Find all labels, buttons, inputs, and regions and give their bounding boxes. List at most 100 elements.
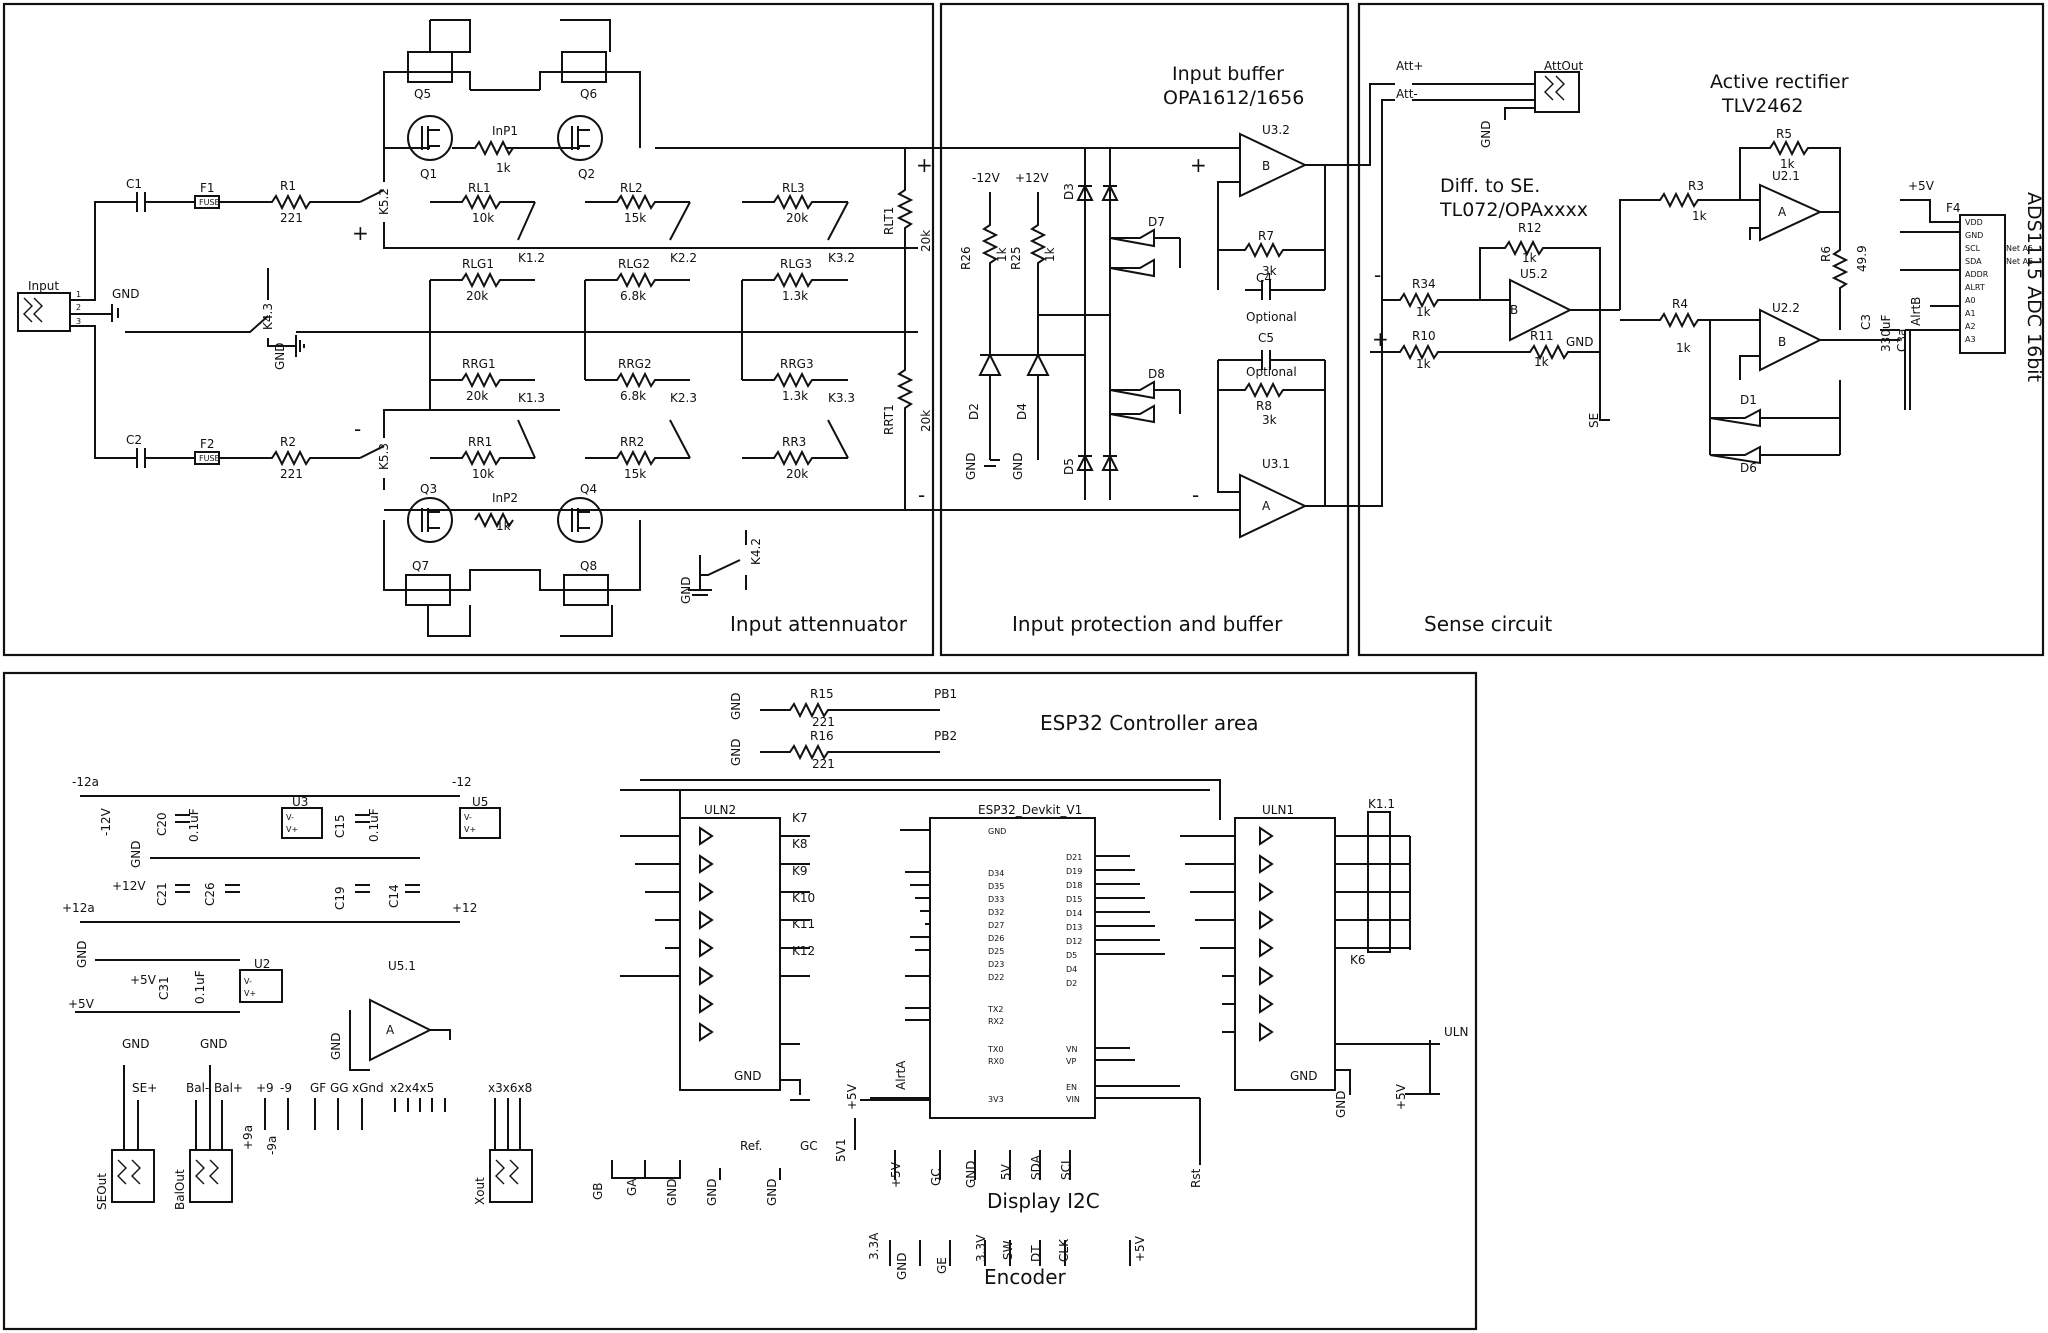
svg-text:C2: C2 bbox=[126, 433, 142, 447]
svg-text:20k: 20k bbox=[466, 289, 488, 303]
svg-text:FUSE: FUSE bbox=[199, 454, 220, 463]
svg-text:GND: GND bbox=[729, 692, 743, 720]
svg-text:U5.1: U5.1 bbox=[388, 959, 416, 973]
svg-text:D32: D32 bbox=[988, 908, 1004, 917]
svg-text:D14: D14 bbox=[1066, 909, 1082, 918]
svg-text:PB1: PB1 bbox=[934, 687, 957, 701]
svg-text:RLG1: RLG1 bbox=[462, 257, 494, 271]
svg-text:K4.3: K4.3 bbox=[261, 303, 275, 330]
svg-text:GND: GND bbox=[765, 1178, 779, 1206]
svg-text:C20: C20 bbox=[155, 812, 169, 836]
svg-text:GND: GND bbox=[964, 1160, 978, 1188]
svg-text:K1.3: K1.3 bbox=[518, 391, 545, 405]
svg-text:GG: GG bbox=[330, 1081, 349, 1095]
svg-text:GF: GF bbox=[310, 1081, 326, 1095]
svg-text:Active rectifier: Active rectifier bbox=[1710, 71, 1849, 93]
svg-text:Diff. to SE.: Diff. to SE. bbox=[1440, 175, 1540, 197]
svg-text:1k: 1k bbox=[1780, 157, 1795, 171]
svg-text:-12V: -12V bbox=[99, 807, 113, 836]
svg-text:2: 2 bbox=[76, 303, 81, 312]
protection-section bbox=[939, 2, 1350, 657]
svg-text:RL3: RL3 bbox=[782, 181, 805, 195]
svg-text:ULN: ULN bbox=[1444, 1025, 1468, 1039]
power-supply-block: -12a -12 -12V +12a +12 +12V GND V- V+ U3… bbox=[62, 775, 501, 1071]
svg-text:RLG2: RLG2 bbox=[618, 257, 650, 271]
svg-text:ALRT: ALRT bbox=[1965, 283, 1985, 292]
svg-text:GC: GC bbox=[929, 1168, 943, 1186]
svg-text:+: + bbox=[916, 153, 933, 177]
svg-text:C4: C4 bbox=[1256, 271, 1272, 285]
svg-text:+: + bbox=[352, 221, 369, 245]
svg-text:RX0: RX0 bbox=[988, 1057, 1004, 1066]
svg-text:C3: C3 bbox=[1859, 314, 1873, 330]
svg-text:+: + bbox=[1190, 153, 1207, 177]
svg-text:20k: 20k bbox=[466, 389, 488, 403]
svg-text:1k: 1k bbox=[1692, 209, 1707, 223]
svg-text:DT: DT bbox=[1029, 1245, 1043, 1262]
svg-text:20k: 20k bbox=[919, 410, 933, 432]
svg-text:B: B bbox=[1262, 159, 1270, 173]
svg-text:5V: 5V bbox=[999, 1163, 1013, 1180]
svg-text:R8: R8 bbox=[1256, 399, 1272, 413]
svg-text:B: B bbox=[1510, 303, 1518, 317]
svg-text:Net A6: Net A6 bbox=[2006, 257, 2033, 266]
svg-text:20k: 20k bbox=[919, 230, 933, 252]
svg-text:K3.3: K3.3 bbox=[828, 391, 855, 405]
svg-text:Att-: Att- bbox=[1396, 87, 1418, 101]
svg-text:SDA: SDA bbox=[1965, 257, 1982, 266]
svg-text:GND: GND bbox=[200, 1037, 228, 1051]
svg-text:R7: R7 bbox=[1258, 229, 1274, 243]
protection-label: Input protection and buffer bbox=[1012, 612, 1283, 636]
svg-text:+12V: +12V bbox=[112, 879, 146, 893]
svg-text:ESP32_Devkit_V1: ESP32_Devkit_V1 bbox=[978, 803, 1082, 817]
svg-text:K5.3: K5.3 bbox=[377, 443, 391, 470]
svg-text:221: 221 bbox=[812, 715, 835, 729]
svg-text:SW: SW bbox=[1001, 1240, 1015, 1260]
svg-text:F1: F1 bbox=[200, 181, 215, 195]
svg-text:GND: GND bbox=[1011, 452, 1025, 480]
svg-text:InP2: InP2 bbox=[492, 491, 518, 505]
svg-text:+5V: +5V bbox=[1394, 1083, 1408, 1110]
svg-text:1k: 1k bbox=[1534, 355, 1549, 369]
svg-text:GND: GND bbox=[988, 827, 1006, 836]
svg-text:1k: 1k bbox=[496, 519, 511, 533]
svg-text:AttOut: AttOut bbox=[1544, 59, 1583, 73]
svg-text:K5.2: K5.2 bbox=[377, 188, 391, 215]
svg-text:x3x6x8: x3x6x8 bbox=[488, 1081, 532, 1095]
svg-text:D5: D5 bbox=[1062, 458, 1076, 475]
svg-text:Ref.: Ref. bbox=[740, 1139, 762, 1153]
svg-text:V+: V+ bbox=[286, 825, 298, 834]
svg-text:C3a: C3a bbox=[1895, 329, 1909, 352]
svg-text:1: 1 bbox=[76, 290, 81, 299]
svg-text:3V3: 3V3 bbox=[988, 1095, 1004, 1104]
svg-text:5V1: 5V1 bbox=[834, 1139, 848, 1162]
svg-text:Q4: Q4 bbox=[580, 482, 597, 496]
svg-text:+5V: +5V bbox=[1908, 179, 1935, 193]
svg-text:R1: R1 bbox=[280, 179, 296, 193]
svg-text:TL072/OPAxxxx: TL072/OPAxxxx bbox=[1439, 199, 1588, 221]
svg-text:Q7: Q7 bbox=[412, 559, 429, 573]
svg-text:EN: EN bbox=[1066, 1083, 1077, 1092]
svg-text:10k: 10k bbox=[472, 211, 494, 225]
svg-text:Q6: Q6 bbox=[580, 87, 597, 101]
svg-text:D4: D4 bbox=[1066, 965, 1077, 974]
svg-text:D27: D27 bbox=[988, 921, 1004, 930]
svg-text:R5: R5 bbox=[1776, 127, 1792, 141]
svg-text:1k: 1k bbox=[1522, 251, 1537, 265]
svg-text:D25: D25 bbox=[988, 947, 1004, 956]
svg-text:D5: D5 bbox=[1066, 951, 1077, 960]
svg-text:1.3k: 1.3k bbox=[782, 289, 808, 303]
svg-text:FUSE: FUSE bbox=[199, 198, 220, 207]
svg-text:0.1uF: 0.1uF bbox=[367, 808, 381, 842]
svg-text:D8: D8 bbox=[1148, 367, 1165, 381]
controller-label: ESP32 Controller area bbox=[1040, 711, 1259, 735]
svg-text:K3.2: K3.2 bbox=[828, 251, 855, 265]
svg-text:RRG3: RRG3 bbox=[780, 357, 814, 371]
svg-text:D22: D22 bbox=[988, 973, 1004, 982]
svg-text:R2: R2 bbox=[280, 435, 296, 449]
svg-text:TX2: TX2 bbox=[987, 1005, 1003, 1014]
svg-text:15k: 15k bbox=[624, 467, 646, 481]
svg-text:3.3V: 3.3V bbox=[974, 1234, 988, 1262]
svg-text:U5.2: U5.2 bbox=[1520, 267, 1548, 281]
